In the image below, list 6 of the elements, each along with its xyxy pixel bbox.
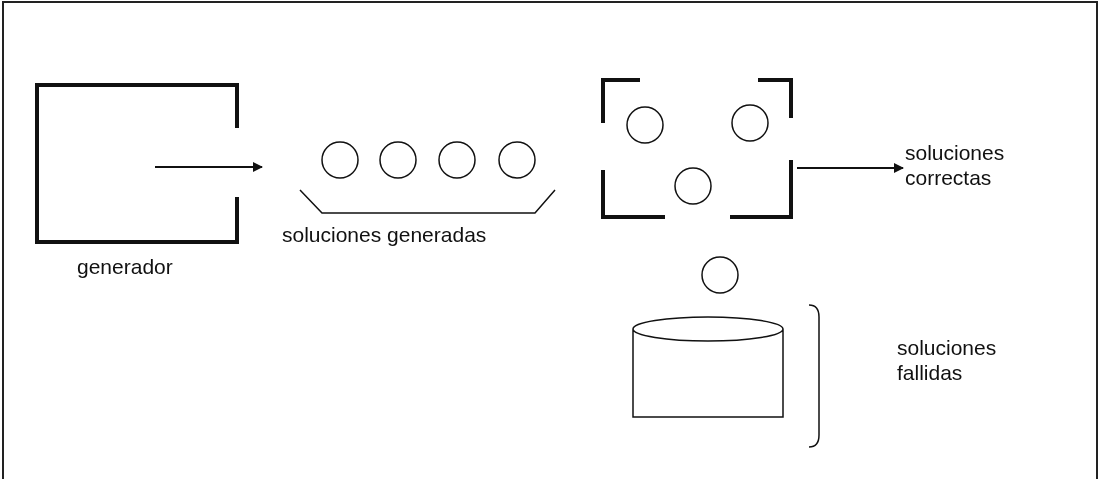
arrow bbox=[796, 163, 904, 173]
node-label: soluciones generadas bbox=[282, 222, 488, 248]
node-label: soluciones correctas bbox=[905, 140, 1006, 191]
beside-label: soluciones fallidas bbox=[897, 335, 998, 386]
node-label: generador bbox=[77, 254, 174, 280]
arrow bbox=[154, 162, 263, 172]
